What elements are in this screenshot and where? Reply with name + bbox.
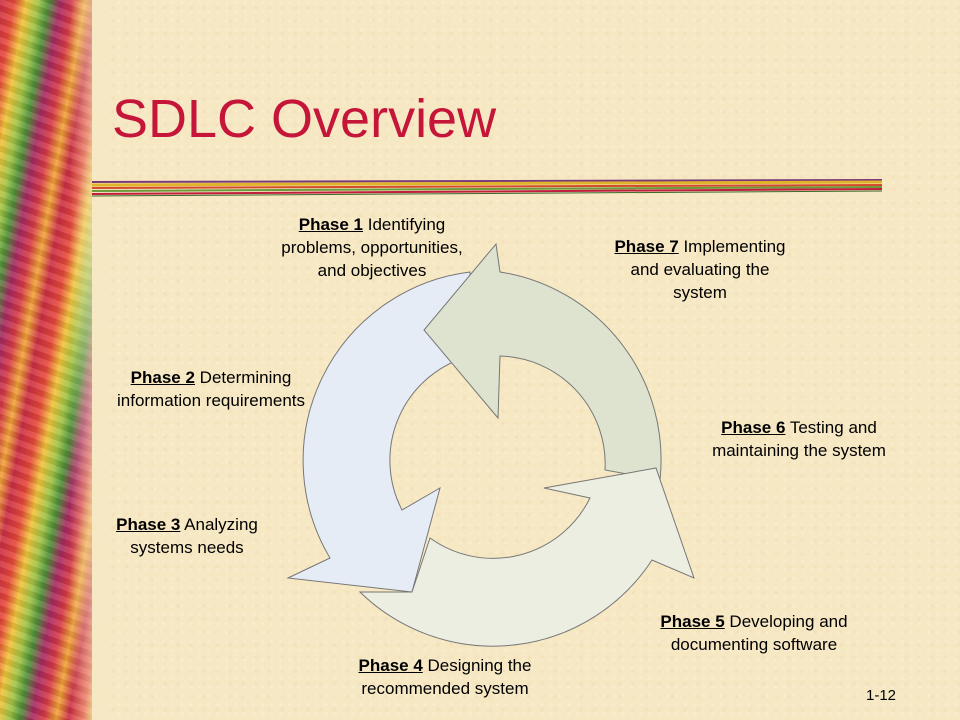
phase-7-label: Phase 7 Implementing and evaluating the … (614, 237, 786, 302)
phase-7-id: Phase 7 (614, 237, 679, 256)
phase-6-label: Phase 6 Testing and maintaining the syst… (712, 418, 886, 460)
phase-3-label: Phase 3 Analyzing systems needs (116, 515, 258, 557)
strip-fade (70, 0, 110, 720)
slide-title: SDLC Overview (112, 89, 497, 149)
phase-5-id: Phase 5 (660, 612, 725, 631)
phase-2-label: Phase 2 Determining information requirem… (116, 368, 306, 410)
phase-5-label: Phase 5 Developing and documenting softw… (660, 612, 848, 654)
phase-4-label: Phase 4 Designing the recommended system (358, 656, 532, 698)
title-divider (92, 179, 883, 197)
phase-4-id: Phase 4 (358, 656, 423, 675)
phase-3-id: Phase 3 (116, 515, 181, 534)
phase-1-id: Phase 1 (298, 215, 364, 234)
page-number: 1-12 (866, 687, 897, 704)
phase-6-id: Phase 6 (721, 418, 786, 437)
cycle-arrow-blue (286, 271, 471, 593)
cycle-arrow-light (358, 467, 695, 647)
phase-1-label: Phase 1 Identifying problems, opportunit… (281, 215, 463, 280)
phase-2-id: Phase 2 (130, 368, 195, 387)
